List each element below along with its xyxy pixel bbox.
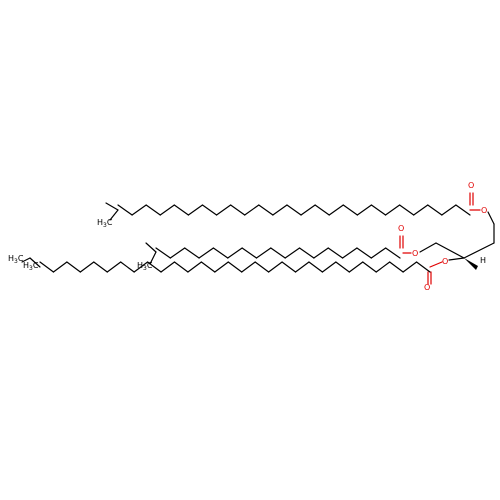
chain2-branch-bond xyxy=(149,251,157,265)
chain3-bond xyxy=(402,261,418,273)
chain2-bond xyxy=(370,247,387,259)
chain1-bond xyxy=(314,204,330,216)
chain3-bond xyxy=(106,261,122,273)
chain1-bond xyxy=(328,204,344,216)
chain3-bond xyxy=(415,261,431,273)
chain3-bond xyxy=(227,261,243,273)
glycerol-bond xyxy=(448,257,465,261)
chain2-bond xyxy=(284,247,301,259)
atom-ch3-chain2: H3C xyxy=(137,261,153,272)
atom-o-carbonyl2: O xyxy=(398,224,404,233)
chain3-bond xyxy=(39,261,55,273)
chain1-bond xyxy=(413,204,429,216)
atom-o-carbonyl1: O xyxy=(468,181,474,190)
chain2-bond xyxy=(212,247,229,259)
chain3-bond xyxy=(66,261,81,273)
chain1-bond xyxy=(159,204,175,216)
atom-ch3-chain3a: H3C xyxy=(8,254,24,265)
chain1-bond xyxy=(258,204,274,216)
stereo-wedge-bond xyxy=(464,258,478,270)
chain3-bond xyxy=(348,261,364,273)
chain1-bond xyxy=(145,204,161,216)
glycerol-bond xyxy=(419,242,437,253)
chain3-bond xyxy=(241,261,256,273)
chain3-bond xyxy=(294,261,310,273)
chain1-branch-bond xyxy=(105,202,119,211)
chain3-bond xyxy=(362,261,377,273)
chain1-bond xyxy=(272,204,288,216)
chain3-bond xyxy=(321,261,337,273)
chain2-bond xyxy=(184,247,200,259)
chain1-branch-bond xyxy=(109,209,119,221)
chain3-branch-bond xyxy=(21,257,31,263)
chain3-bond xyxy=(281,261,297,273)
atom-ch3-chain1: H3C xyxy=(97,218,113,229)
chain3-bond xyxy=(375,261,391,273)
chain1-bond xyxy=(131,204,147,216)
chain3-branch-bond xyxy=(29,257,41,268)
chain3-bond xyxy=(335,261,350,273)
chain3-bond xyxy=(160,261,176,273)
chain3-bond xyxy=(79,261,95,273)
atom-o-ester1: O xyxy=(481,206,487,215)
chain3-bond xyxy=(146,261,162,273)
chain3-bond xyxy=(200,261,216,273)
chain2-branch-bond xyxy=(145,242,157,253)
glycerol-bond xyxy=(487,211,495,225)
atom-o-ester3: O xyxy=(442,257,448,266)
chain1-bond xyxy=(201,204,218,216)
chain3-bond xyxy=(254,261,270,273)
chain2-bond xyxy=(169,247,186,259)
chain3-bond xyxy=(308,261,324,273)
atom-h-stereo: H xyxy=(480,256,486,265)
chain1-bond xyxy=(455,204,471,216)
chain2-bond xyxy=(198,247,215,259)
chain2-bond xyxy=(298,247,315,259)
chain1-bond xyxy=(215,204,232,216)
chain3-bond xyxy=(214,261,229,273)
atom-o-carbonyl3: O xyxy=(424,283,430,292)
glycerol-bond xyxy=(463,242,495,259)
chain1-bond xyxy=(244,204,260,216)
chain2-bond xyxy=(155,247,171,259)
atom-o-ester2: O xyxy=(412,249,418,258)
chain2-bond xyxy=(227,247,243,259)
chain3-bond xyxy=(173,261,189,273)
chain3-bond xyxy=(389,261,404,273)
atom-ch3-chain3b: H3C xyxy=(23,261,39,272)
chain1-bond xyxy=(384,204,401,216)
chain3-bond xyxy=(268,261,283,273)
ester3-bond xyxy=(429,261,443,268)
chain3-bond xyxy=(133,261,149,273)
chain1-bond xyxy=(441,204,457,216)
chain1-bond xyxy=(342,204,358,216)
chain2-bond xyxy=(255,247,272,259)
atom-label-layer: O O O O O O H H3C H3C H3C H3C xyxy=(8,181,487,292)
chain1-bond xyxy=(370,204,387,216)
chain2-bond xyxy=(385,247,401,259)
chain1-bond xyxy=(173,204,189,216)
chain2-bond xyxy=(241,247,258,259)
chain1-bond xyxy=(286,204,302,216)
chain1-bond xyxy=(187,204,204,216)
chain3-bond xyxy=(52,261,68,273)
chain3-bond xyxy=(187,261,202,273)
chain1-bond xyxy=(427,204,443,216)
chain3-bond xyxy=(120,261,135,273)
chain2-bond xyxy=(313,247,329,259)
chain1-bond xyxy=(300,204,316,216)
chain1-bond xyxy=(356,204,373,216)
chain2-bond xyxy=(270,247,286,259)
chain2-bond xyxy=(327,247,344,259)
chain1-bond xyxy=(230,204,246,216)
chain2-bond xyxy=(356,247,372,259)
glycerol-bond xyxy=(435,242,465,259)
chain3-bond xyxy=(93,261,108,273)
chain1-bond xyxy=(399,204,415,216)
chain1-bond xyxy=(117,204,133,216)
bond-layer xyxy=(21,192,495,285)
chain2-bond xyxy=(341,247,358,259)
